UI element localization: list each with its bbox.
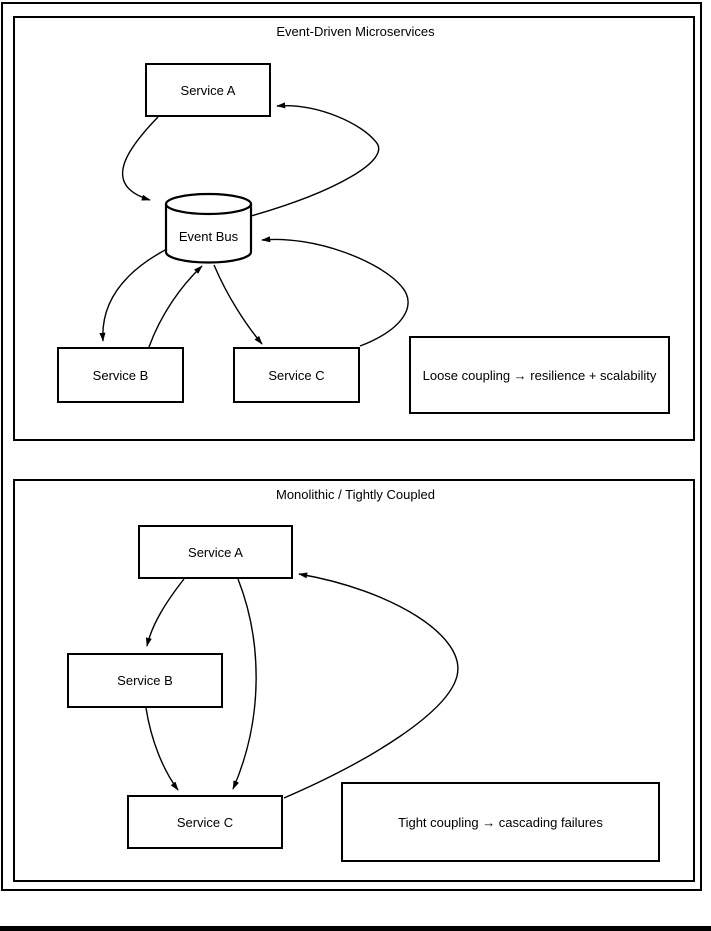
note-loose-coupling-text: Loose coupling → resilience + scalabilit… <box>422 367 657 383</box>
node-service-a-bottom[interactable]: Service A <box>138 525 293 579</box>
event-bus-label: Event Bus <box>178 229 239 244</box>
window-bottom-edge <box>0 926 711 931</box>
panel-event-driven[interactable] <box>13 16 695 441</box>
node-service-c-bottom-label: Service C <box>176 814 234 830</box>
node-service-c-bottom[interactable]: Service C <box>127 795 283 849</box>
note-loose-coupling[interactable]: Loose coupling → resilience + scalabilit… <box>409 336 670 414</box>
node-service-c-top[interactable]: Service C <box>233 347 360 403</box>
panel-title-event-driven: Event-Driven Microservices <box>276 24 435 39</box>
node-service-b-bottom[interactable]: Service B <box>67 653 223 708</box>
node-service-c-top-label: Service C <box>268 367 325 383</box>
outer-frame <box>1 2 702 891</box>
node-service-b-top-label: Service B <box>92 367 149 383</box>
note-tight-coupling[interactable]: Tight coupling → cascading failures <box>341 782 660 862</box>
panel-title-monolithic: Monolithic / Tightly Coupled <box>276 487 435 502</box>
node-service-b-top[interactable]: Service B <box>57 347 184 403</box>
panel-monolithic[interactable] <box>13 479 695 882</box>
note-tight-coupling-text: Tight coupling → cascading failures <box>398 814 603 830</box>
node-service-a-bottom-label: Service A <box>188 544 243 560</box>
node-service-b-bottom-label: Service B <box>117 673 173 688</box>
node-service-a-top-label: Service A <box>180 82 236 98</box>
node-service-a-top[interactable]: Service A <box>145 63 271 117</box>
